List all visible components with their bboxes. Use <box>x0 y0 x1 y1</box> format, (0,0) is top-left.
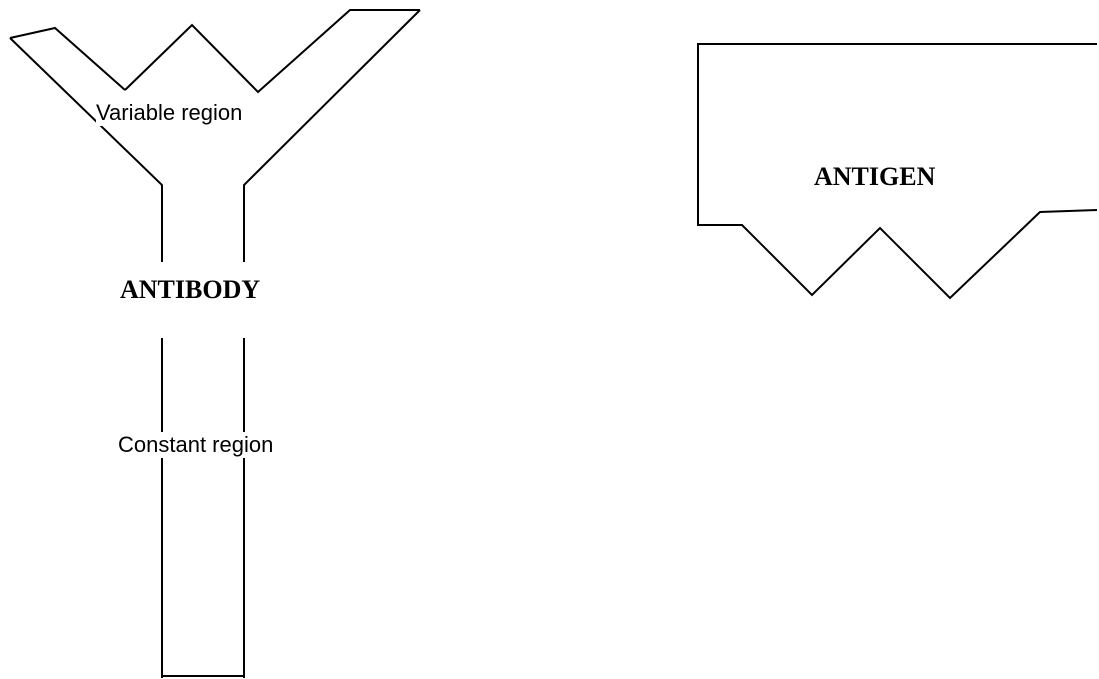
antibody-left-arm-inner <box>9 37 163 262</box>
antibody-shape <box>9 9 421 678</box>
antibody-title: ANTIBODY <box>120 275 261 304</box>
constant-region-label: Constant region <box>118 432 274 458</box>
variable-region-label: Variable region <box>96 100 243 126</box>
antigen-title: ANTIGEN <box>814 162 936 191</box>
antibody-variable-zigzag <box>124 9 420 94</box>
antigen-outline <box>697 43 1098 300</box>
antibody-right-arm-inner <box>243 9 421 262</box>
antigen-shape <box>697 43 1098 300</box>
antibody-left-arm-outer <box>9 26 126 91</box>
